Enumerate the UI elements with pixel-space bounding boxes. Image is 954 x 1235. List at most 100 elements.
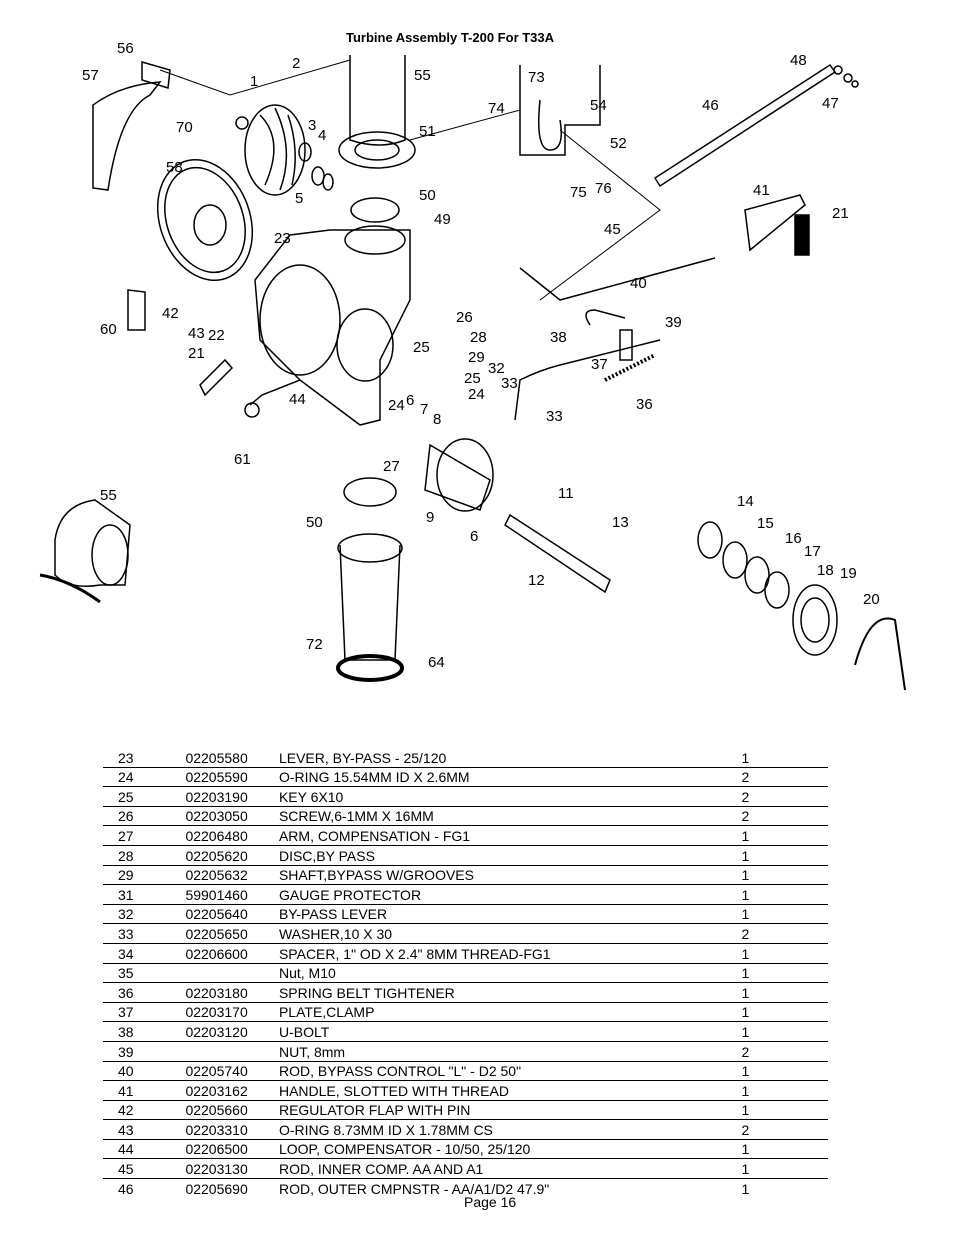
part-58-center-hole (193, 204, 227, 246)
callout: 18 (817, 562, 834, 579)
part-21-grip (794, 214, 810, 256)
item-number-cell: 46 (118, 1180, 134, 1197)
callout: 6 (406, 392, 414, 409)
description-cell: ROD, BYPASS CONTROL "L" - D2 50" (278, 1061, 742, 1082)
callout: 60 (100, 321, 117, 338)
callout: 44 (289, 391, 306, 408)
description-cell: LOOP, COMPENSATOR - 10/50, 25/120 (278, 1139, 742, 1160)
callout: 42 (162, 305, 179, 322)
part-41-handle (744, 194, 806, 252)
callout: 20 (863, 591, 880, 608)
callout: 7 (420, 401, 428, 418)
callout: 25 (464, 370, 481, 387)
callout: 47 (822, 95, 839, 112)
description-cell: BY-PASS LEVER (278, 904, 742, 925)
item-number-cell: 28 (103, 845, 186, 866)
item-number-cell: 38 (103, 1021, 186, 1042)
part-44-loop (249, 379, 301, 406)
callout: 14 (737, 493, 754, 510)
part-number-cell: 02203120 (185, 1021, 279, 1042)
callout: 70 (176, 119, 193, 136)
description-cell: Nut, M10 (278, 963, 742, 984)
description-cell: DISC,BY PASS (278, 845, 742, 866)
callout: 43 (188, 325, 205, 342)
description-cell: GAUGE PROTECTOR (278, 884, 742, 905)
part-38-u-bolt (585, 309, 626, 326)
part-number-cell: 02203310 (185, 1119, 279, 1140)
part-number-cell: 02206500 (185, 1139, 279, 1160)
part-number-cell: 02203162 (185, 1080, 279, 1101)
callout: 61 (234, 451, 251, 468)
part-number-cell: 02205640 (185, 904, 279, 925)
part-45-inner-rod (519, 257, 716, 301)
item-number-cell: 24 (103, 767, 186, 788)
callout: 2 (292, 55, 300, 72)
callout: 13 (612, 514, 629, 531)
item-number-cell: 33 (103, 923, 186, 944)
callout: 24 (468, 386, 485, 403)
callout: 33 (501, 375, 518, 392)
callout: 11 (558, 485, 574, 502)
part-number-cell: 02206600 (185, 943, 279, 964)
item-number-cell: 23 (103, 748, 186, 768)
callout: 5 (295, 190, 303, 207)
part-15-spacer (722, 541, 748, 579)
callout: 3 (308, 117, 316, 134)
quantity-cell: 1 (741, 1139, 828, 1160)
callout: 57 (82, 67, 99, 84)
callout: 33 (546, 408, 563, 425)
part-50-o-ring (350, 197, 400, 223)
item-number-cell: 37 (103, 1002, 186, 1023)
part-number-cell: 02205740 (185, 1061, 279, 1082)
part-number-cell: 02203170 (185, 1002, 279, 1023)
part-number-cell: 02205580 (185, 748, 279, 768)
part-number-cell: 02205620 (185, 845, 279, 866)
description-cell: ROD, INNER COMP. AA AND A1 (278, 1158, 742, 1180)
part-19-pulley (792, 584, 838, 656)
callout: 58 (166, 159, 183, 176)
part-49-housing (254, 229, 411, 426)
description-cell: SPRING BELT TIGHTENER (278, 982, 742, 1003)
callout: 8 (433, 411, 441, 428)
quantity-cell: 1 (741, 865, 828, 886)
callout: 21 (832, 205, 849, 222)
callout: 46 (702, 97, 719, 114)
callout: 6 (470, 528, 478, 545)
callout: 54 (590, 97, 607, 114)
part-60-bracket (127, 289, 146, 331)
item-number-cell: 32 (103, 904, 186, 925)
callout: 1 (250, 73, 258, 90)
quantity-cell: 1 (741, 1080, 828, 1101)
quantity-cell: 1 (741, 825, 828, 846)
part-2-impeller (244, 104, 306, 196)
callout: 28 (470, 329, 487, 346)
part-50-o-ring-lower (343, 477, 397, 507)
part-52-sensor-box (519, 65, 601, 156)
quantity-cell: 1 (741, 963, 828, 984)
callout: 50 (306, 514, 323, 531)
part-1-nut (235, 116, 249, 130)
part-22-lever (199, 358, 234, 397)
description-cell: NUT, 8mm (278, 1041, 742, 1062)
callout: 45 (604, 221, 621, 238)
description-cell: U-BOLT (278, 1021, 742, 1042)
description-cell: PLATE,CLAMP (278, 1002, 742, 1023)
callout: 15 (757, 515, 774, 532)
callout: 64 (428, 654, 445, 671)
callout: 55 (414, 67, 431, 84)
description-cell: O-RING 15.54MM ID X 2.6MM (278, 767, 742, 788)
part-17-ring (764, 571, 790, 609)
part-number-cell (185, 963, 279, 984)
description-cell: ARM, COMPENSATION - FG1 (278, 825, 742, 846)
item-number-cell: 31 (103, 884, 186, 905)
